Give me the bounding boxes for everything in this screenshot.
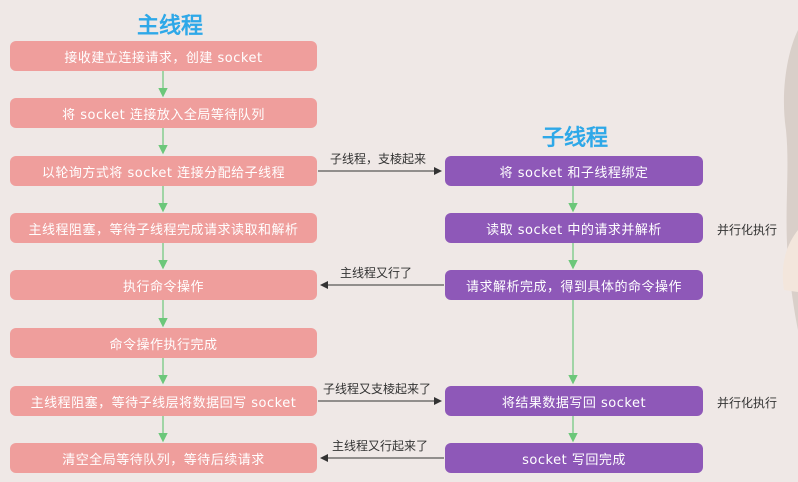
main-thread-title: 主线程 bbox=[136, 14, 203, 39]
child-step-5: socket 写回完成 bbox=[445, 443, 703, 473]
main-step-7: 主线程阻塞，等待子线层将数据回写 socket bbox=[10, 386, 317, 416]
arrow-label-to-child-1: 子线程，支棱起来 bbox=[330, 152, 427, 166]
main-step-2: 将 socket 连接放入全局等待队列 bbox=[10, 98, 317, 128]
cross-arrows bbox=[318, 167, 444, 462]
child-step-2: 读取 socket 中的请求并解析 bbox=[445, 213, 703, 243]
main-step-1: 接收建立连接请求，创建 socket bbox=[10, 41, 317, 71]
main-step-6: 命令操作执行完成 bbox=[10, 328, 317, 358]
child-step-4: 将结果数据写回 socket bbox=[445, 386, 703, 416]
child-step-1: 将 socket 和子线程绑定 bbox=[445, 156, 703, 186]
character-illustration bbox=[782, 30, 798, 330]
arrow-label-to-main-1: 主线程又行了 bbox=[340, 266, 413, 280]
child-step-3: 请求解析完成，得到具体的命令操作 bbox=[445, 270, 703, 300]
main-step-8: 清空全局等待队列，等待后续请求 bbox=[10, 443, 317, 473]
arrow-label-to-main-2: 主线程又行起来了 bbox=[332, 439, 429, 453]
main-step-3: 以轮询方式将 socket 连接分配给子线程 bbox=[10, 156, 317, 186]
parallel-note-2: 并行化执行 bbox=[717, 396, 778, 410]
child-thread-title: 子线程 bbox=[541, 126, 608, 151]
arrow-label-to-child-2: 子线程又支棱起来了 bbox=[323, 382, 432, 396]
main-step-5: 执行命令操作 bbox=[10, 270, 317, 300]
main-step-4: 主线程阻塞，等待子线程完成请求读取和解析 bbox=[10, 213, 317, 243]
parallel-note-1: 并行化执行 bbox=[717, 223, 778, 237]
